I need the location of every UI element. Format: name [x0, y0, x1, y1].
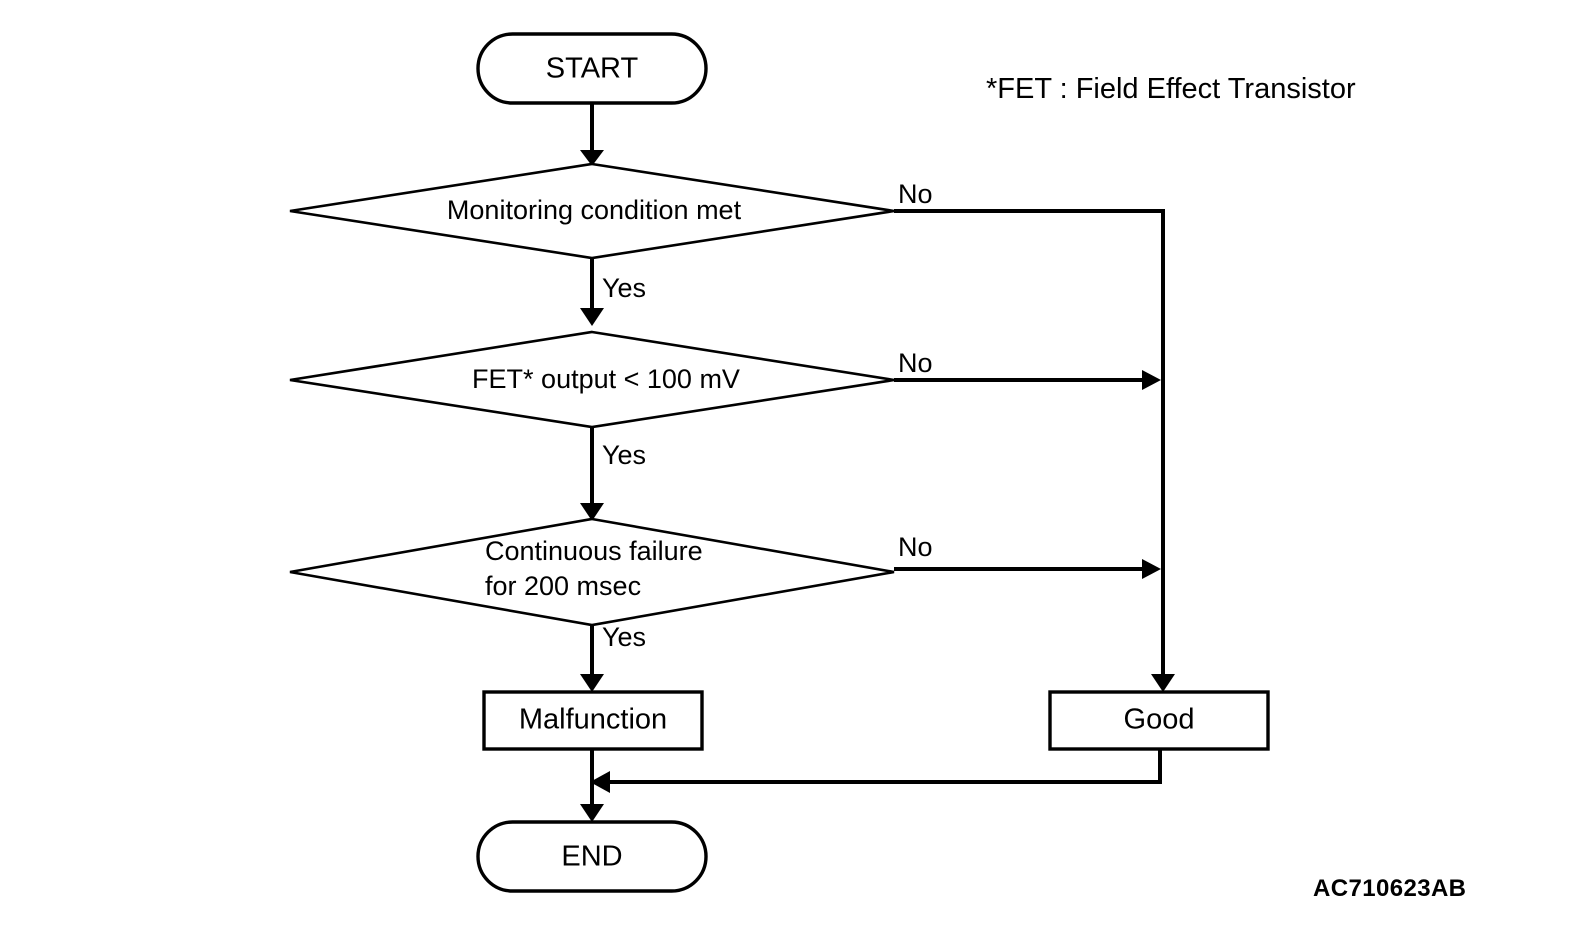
edge-label-yes-1: Yes [602, 273, 646, 303]
decision-3-label-line-1: Continuous failure [485, 536, 703, 566]
node-decision-continuous-failure: Continuous failure for 200 msec [289, 517, 895, 627]
edge-malfunction-to-end [580, 749, 604, 822]
node-start: START [476, 32, 708, 105]
malfunction-shape [482, 690, 704, 751]
start-label: START [546, 53, 639, 85]
node-decision-monitoring-condition: Monitoring condition met [289, 162, 895, 260]
edge-label-yes-3: Yes [602, 622, 646, 652]
fet-footnote: *FET : Field Effect Transistor [986, 73, 1356, 105]
malfunction-label: Malfunction [519, 704, 667, 736]
node-good: Good [1048, 690, 1270, 751]
arrowhead-icon [1142, 370, 1161, 390]
node-decision-fet-output: FET* output < 100 mV [289, 330, 895, 429]
edge-line [608, 749, 1162, 784]
arrowhead-icon [580, 150, 604, 166]
good-label: Good [1124, 704, 1195, 736]
edge-decision-2-no: No [894, 348, 1161, 390]
decision-2-label: FET* output < 100 mV [472, 364, 740, 394]
edge-label-no-3: No [898, 532, 933, 562]
edge-label-yes-2: Yes [602, 440, 646, 470]
arrowhead-icon [580, 308, 604, 326]
node-malfunction: Malfunction [482, 690, 704, 751]
arrowhead-icon [1142, 559, 1161, 579]
edge-decision-3-yes: Yes [580, 622, 646, 692]
decision-1-label: Monitoring condition met [447, 195, 742, 225]
end-label: END [561, 841, 622, 873]
edge-label-no-1: No [898, 179, 933, 209]
edge-label-no-2: No [898, 348, 933, 378]
edge-line [894, 209, 1165, 676]
edge-trunk-to-good [1151, 674, 1175, 692]
decision-3-label-line-2: for 200 msec [485, 571, 641, 601]
reference-code: AC710623AB [1313, 875, 1466, 902]
arrowhead-icon [590, 771, 610, 793]
arrowhead-icon [580, 503, 604, 521]
edge-start-to-decision-1 [580, 103, 604, 166]
edge-decision-2-yes: Yes [580, 427, 646, 521]
arrowhead-icon [580, 674, 604, 692]
arrowhead-icon [580, 804, 604, 822]
edge-decision-1-yes: Yes [580, 258, 646, 326]
end-shape [476, 820, 708, 893]
node-end: END [476, 820, 708, 893]
edge-decision-1-no: No [894, 179, 1165, 676]
good-shape [1048, 690, 1270, 751]
edge-good-to-end-merge [590, 749, 1162, 793]
edge-decision-3-no: No [894, 532, 1161, 579]
arrowhead-icon [1151, 674, 1175, 692]
